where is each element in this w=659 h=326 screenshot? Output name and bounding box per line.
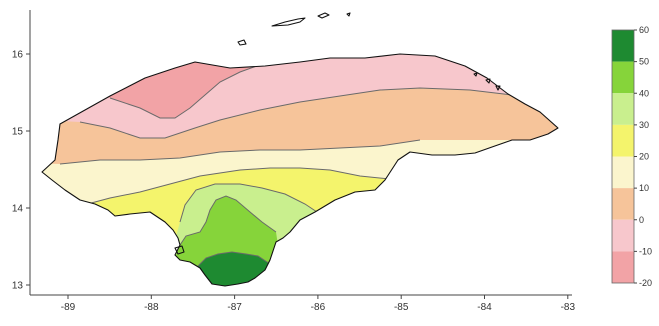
cay-2: [485, 78, 491, 84]
x-tick-label: -88: [144, 302, 159, 313]
contour-line-50: [197, 251, 271, 267]
legend: 60 50 40 30 20 10 0 -10 -20: [611, 25, 652, 288]
x-tick-label: -87: [227, 302, 242, 313]
legend-swatch: [612, 219, 634, 252]
contour-bands: [42, 54, 558, 286]
legend-swatch: [612, 251, 634, 283]
island-roatan: [271, 17, 306, 27]
legend-swatch: [612, 124, 634, 157]
x-tick-label: -85: [394, 302, 409, 313]
y-tick-label: 14: [12, 204, 24, 215]
legend-label: 60: [639, 25, 649, 35]
island-utila: [237, 39, 247, 46]
cay-3: [495, 85, 501, 91]
band-neg20-neg10: [42, 54, 558, 118]
legend-label: -20: [639, 278, 652, 288]
legend-label: 40: [639, 88, 649, 98]
legend-swatch: [612, 93, 634, 125]
x-tick-label: -84: [477, 302, 492, 313]
contour-line-10: [59, 139, 421, 165]
contour-line-30: [179, 183, 321, 223]
contour-lines: [59, 55, 521, 267]
y-tick-label: 13: [12, 281, 24, 292]
cay-4: [473, 72, 478, 77]
legend-label: 0: [639, 215, 644, 225]
island-guanaja: [317, 12, 330, 19]
gulf-island: [174, 245, 185, 255]
contour-line-20: [79, 167, 401, 207]
legend-label: 30: [639, 120, 649, 130]
legend-swatch: [612, 188, 634, 220]
contour-line-0: [79, 87, 521, 139]
axes: 13 14 15 16 -89 -88 -87 -86 -85 -84 -83: [12, 10, 576, 313]
legend-label: 10: [639, 183, 649, 193]
legend-label: 50: [639, 57, 649, 67]
cay-1: [346, 12, 351, 17]
y-ticks: 13 14 15 16: [12, 50, 30, 292]
legend-swatches: [611, 29, 635, 284]
band-50-60: [195, 252, 275, 286]
x-tick-label: -86: [311, 302, 326, 313]
legend-swatch: [612, 156, 634, 189]
x-tick-label: -89: [61, 302, 76, 313]
contour-line-40: [177, 195, 277, 249]
legend-label: 20: [639, 152, 649, 162]
y-tick-label: 16: [12, 50, 24, 61]
legend-swatch: [612, 30, 634, 62]
y-tick-label: 15: [12, 127, 24, 138]
legend-labels: 60 50 40 30 20 10 0 -10 -20: [634, 25, 652, 288]
legend-label: -10: [639, 246, 652, 256]
x-tick-label: -83: [561, 302, 576, 313]
country-outline: [41, 53, 559, 287]
legend-swatch: [612, 61, 634, 94]
x-ticks: -89 -88 -87 -86 -85 -84 -83: [61, 295, 576, 313]
islands: [174, 12, 501, 255]
